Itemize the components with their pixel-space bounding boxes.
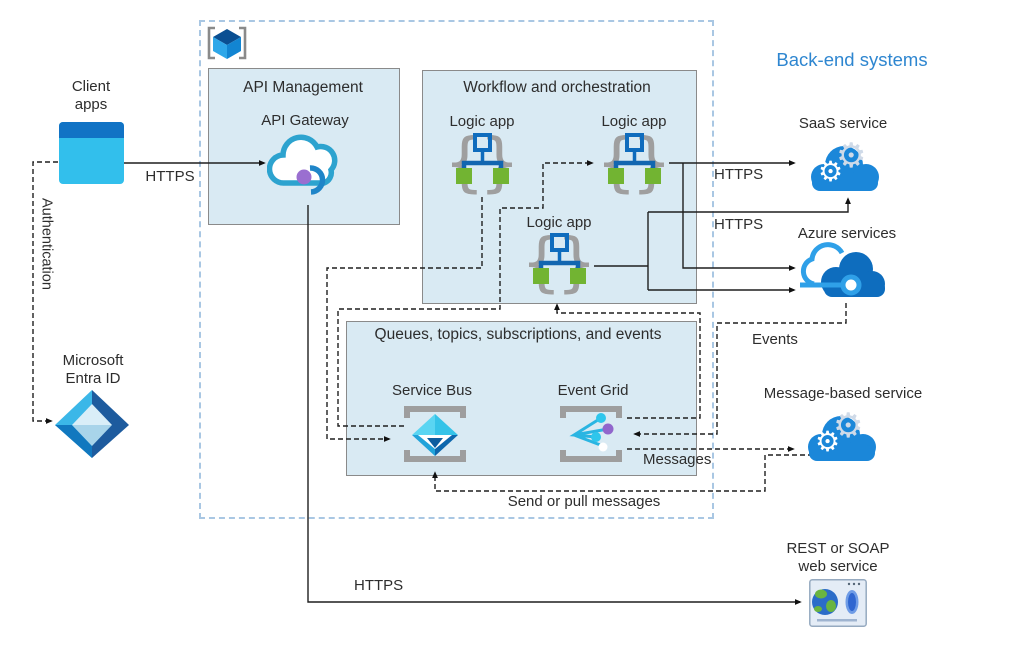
message-cloud-gears-icon: ⚙ ⚙ xyxy=(803,403,881,472)
backend-systems-title: Back-end systems xyxy=(776,49,928,70)
entra-id-label: Microsoft Entra ID xyxy=(62,352,124,388)
client-apps-icon xyxy=(58,121,125,190)
message-service-label: Message-based service xyxy=(763,385,923,402)
azure-services-label: Azure services xyxy=(797,225,897,242)
client-apps-label: Client apps xyxy=(71,78,111,114)
event-grid-icon xyxy=(557,402,625,471)
api-gateway-label: API Gateway xyxy=(261,112,349,129)
svg-text:⚙: ⚙ xyxy=(836,136,866,176)
logic-app-3-label: Logic app xyxy=(526,214,592,231)
entra-id-icon xyxy=(50,388,134,465)
rest-service-label: REST or SOAP web service xyxy=(786,540,890,576)
queues-title: Queues, topics, subscriptions, and event… xyxy=(374,326,662,343)
logic-app-3-icon: { } xyxy=(521,226,597,302)
workflow-title: Workflow and orchestration xyxy=(463,79,651,96)
authentication-label: Authentication xyxy=(38,198,55,290)
send-or-pull-label: Send or pull messages xyxy=(507,493,661,510)
azure-https-label: HTTPS xyxy=(714,216,764,233)
saas-service-label: SaaS service xyxy=(798,115,888,132)
svg-text:⚙: ⚙ xyxy=(818,155,843,188)
client-https-label: HTTPS xyxy=(145,168,195,185)
service-bus-icon xyxy=(401,402,469,471)
api-management-title: API Management xyxy=(243,79,363,96)
messages-label: Messages xyxy=(643,451,712,468)
cube-icon xyxy=(205,24,249,69)
saas-cloud-gears-icon: ⚙ ⚙ xyxy=(806,133,884,202)
logic-app-2-label: Logic app xyxy=(601,113,667,130)
event-grid-label: Event Grid xyxy=(557,382,629,399)
azure-cloud-icon xyxy=(798,242,890,309)
api-gateway-cloud-icon xyxy=(266,127,341,204)
logic-app-1-label: Logic app xyxy=(449,113,515,130)
svg-text:⚙: ⚙ xyxy=(815,425,840,458)
logic-app-1-icon: { } xyxy=(444,126,520,202)
service-bus-label: Service Bus xyxy=(391,382,473,399)
browser-globe-icon xyxy=(809,579,867,632)
saas-https-label: HTTPS xyxy=(714,166,764,183)
rest-https-label: HTTPS xyxy=(354,577,404,594)
logic-app-2-icon: { } xyxy=(596,126,672,202)
events-label: Events xyxy=(752,331,798,348)
